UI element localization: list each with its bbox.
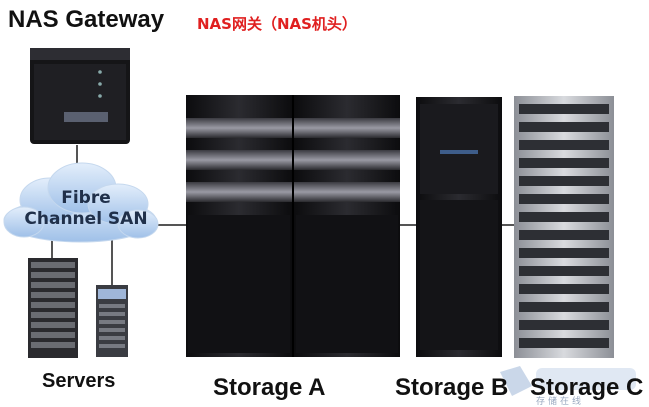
storage-a-label: Storage A	[213, 374, 326, 401]
page-subtitle: NAS网关（NAS机头）	[197, 15, 357, 33]
storage-b-array	[416, 97, 502, 357]
servers-label: Servers	[42, 370, 116, 392]
page-title: NAS Gateway	[8, 6, 165, 33]
nas-gateway-device	[30, 48, 130, 144]
cloud-label: Fibre Channel SAN	[16, 188, 156, 230]
watermark-logo-icon	[500, 366, 636, 396]
server-tower	[96, 285, 128, 357]
storage-c-array	[514, 96, 614, 358]
cloud-label-line2: Channel SAN	[24, 209, 148, 229]
storage-a-array	[186, 95, 400, 357]
server-rack	[28, 258, 78, 358]
storage-c-label: Storage C	[530, 374, 644, 401]
fibre-channel-cloud	[3, 162, 159, 243]
watermark-text: 存储在线	[536, 397, 585, 407]
cloud-label-line1: Fibre	[61, 188, 111, 208]
storage-b-label: Storage B	[395, 374, 509, 401]
